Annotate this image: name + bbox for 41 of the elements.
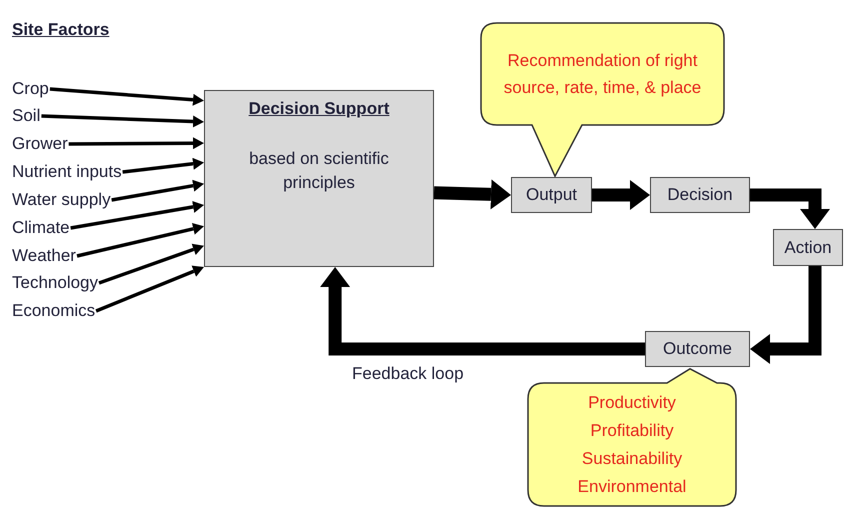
box-text: based on scientific principles [248,148,390,194]
box-heading: Decision Support [248,99,390,119]
callout-text: Productivity [588,392,676,414]
arrow [70,200,204,230]
arrow [98,244,204,285]
box-label: Output [526,185,578,205]
arrow [41,114,204,128]
factor-label: Water supply [12,190,111,210]
process-box [650,177,750,213]
thick-arrow [592,180,650,210]
list-heading: Site Factors [12,20,110,40]
edge-label: Feedback loop [352,364,464,384]
factor-label: Nutrient inputs [12,162,122,182]
arrow [68,137,204,150]
arrow [111,180,204,202]
factor-label: Weather [12,246,76,266]
arrow [50,87,204,106]
factor-label: Economics [12,301,96,321]
process-box [204,90,434,267]
box-label: Outcome [663,339,732,359]
callout-text: Sustainability [582,448,682,470]
arrow [76,222,204,258]
callout-text: Profitability [590,420,674,442]
thick-arrow [434,179,511,210]
arrow [122,158,204,174]
process-box [645,331,750,367]
process-box [511,177,592,213]
factor-label: Technology [12,273,98,293]
factor-label: Grower [12,134,68,154]
thick-arrow [750,266,822,364]
process-box [773,229,843,266]
factor-label: Crop [12,79,49,99]
thick-arrow [320,267,645,356]
box-label: Action [784,238,832,258]
callout-text: Environmental [578,476,686,498]
factor-label: Climate [12,218,70,238]
box-label: Decision [667,185,733,205]
arrow [95,266,204,313]
callout-text: Recommendation of right source, rate, time, & place [502,50,702,98]
factor-label: Soil [12,106,40,126]
thick-arrow [750,188,830,229]
